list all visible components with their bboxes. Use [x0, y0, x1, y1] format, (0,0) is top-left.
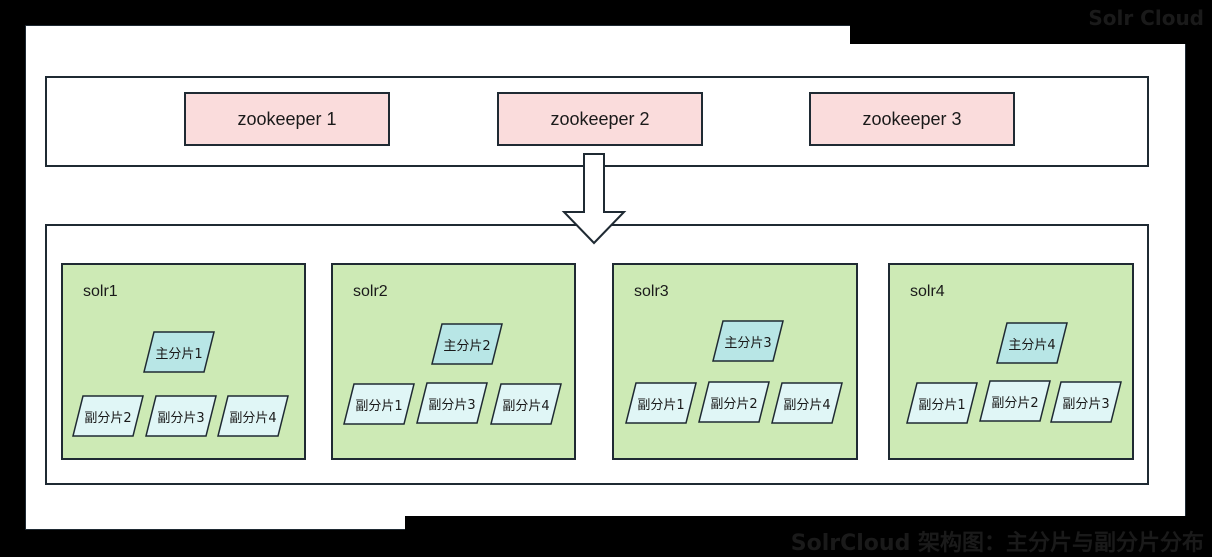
- primary-shard-label: 主分片1: [155, 346, 203, 362]
- replica-shard: 副分片2: [698, 381, 770, 423]
- solr-node-1: solr1 主分片1 副分片2 副分片3 副分片4: [61, 263, 306, 460]
- replica-shard-label: 副分片3: [428, 397, 476, 413]
- replica-shard-label: 副分片1: [355, 398, 403, 414]
- replica-shard: 副分片4: [490, 383, 562, 425]
- replica-shard-label: 副分片4: [502, 398, 550, 414]
- watermark-bottom: SolrCloud 架构图：主分片与副分片分布: [790, 531, 1204, 556]
- primary-shard-label: 主分片3: [724, 335, 772, 351]
- zookeeper-node-3: zookeeper 3: [809, 92, 1015, 146]
- solr-node-4: solr4 主分片4 副分片1 副分片2 副分片3: [888, 263, 1134, 460]
- watermark-bar-top: [850, 0, 1212, 44]
- replica-shard: 副分片3: [1050, 381, 1122, 423]
- watermark-bar-bottom: [405, 516, 1212, 555]
- zookeeper-node-2: zookeeper 2: [497, 92, 703, 146]
- primary-shard: 主分片4: [996, 322, 1068, 364]
- primary-shard: 主分片3: [712, 320, 784, 362]
- replica-shard: 副分片1: [343, 383, 415, 425]
- watermark-top: Solr Cloud: [1088, 6, 1204, 30]
- node-title: solr1: [83, 283, 118, 300]
- primary-shard: 主分片2: [431, 323, 503, 365]
- replica-shard: 副分片4: [217, 395, 289, 437]
- replica-shard-label: 副分片2: [84, 410, 132, 426]
- replica-shard: 副分片1: [625, 382, 697, 424]
- replica-shard: 副分片4: [771, 382, 843, 424]
- down-arrow-icon: [561, 153, 627, 245]
- primary-shard: 主分片1: [143, 331, 215, 373]
- replica-shard-label: 副分片4: [229, 410, 277, 426]
- node-title: solr3: [634, 283, 669, 300]
- node-title: solr4: [910, 283, 945, 300]
- zookeeper-node-1: zookeeper 1: [184, 92, 390, 146]
- replica-shard: 副分片3: [416, 382, 488, 424]
- replica-shard-label: 副分片4: [783, 397, 831, 413]
- node-title: solr2: [353, 283, 388, 300]
- solr-node-3: solr3 主分片3 副分片1 副分片2 副分片4: [612, 263, 858, 460]
- replica-shard: 副分片2: [979, 380, 1051, 422]
- replica-shard-label: 副分片2: [991, 395, 1039, 411]
- replica-shard-label: 副分片3: [157, 410, 205, 426]
- replica-shard-label: 副分片1: [918, 397, 966, 413]
- replica-shard-label: 副分片2: [710, 396, 758, 412]
- replica-shard-label: 副分片1: [637, 397, 685, 413]
- primary-shard-label: 主分片2: [443, 338, 491, 354]
- replica-shard: 副分片3: [145, 395, 217, 437]
- replica-shard: 副分片1: [906, 382, 978, 424]
- primary-shard-label: 主分片4: [1008, 337, 1056, 353]
- replica-shard-label: 副分片3: [1062, 396, 1110, 412]
- solr-node-2: solr2 主分片2 副分片1 副分片3 副分片4: [331, 263, 576, 460]
- replica-shard: 副分片2: [72, 395, 144, 437]
